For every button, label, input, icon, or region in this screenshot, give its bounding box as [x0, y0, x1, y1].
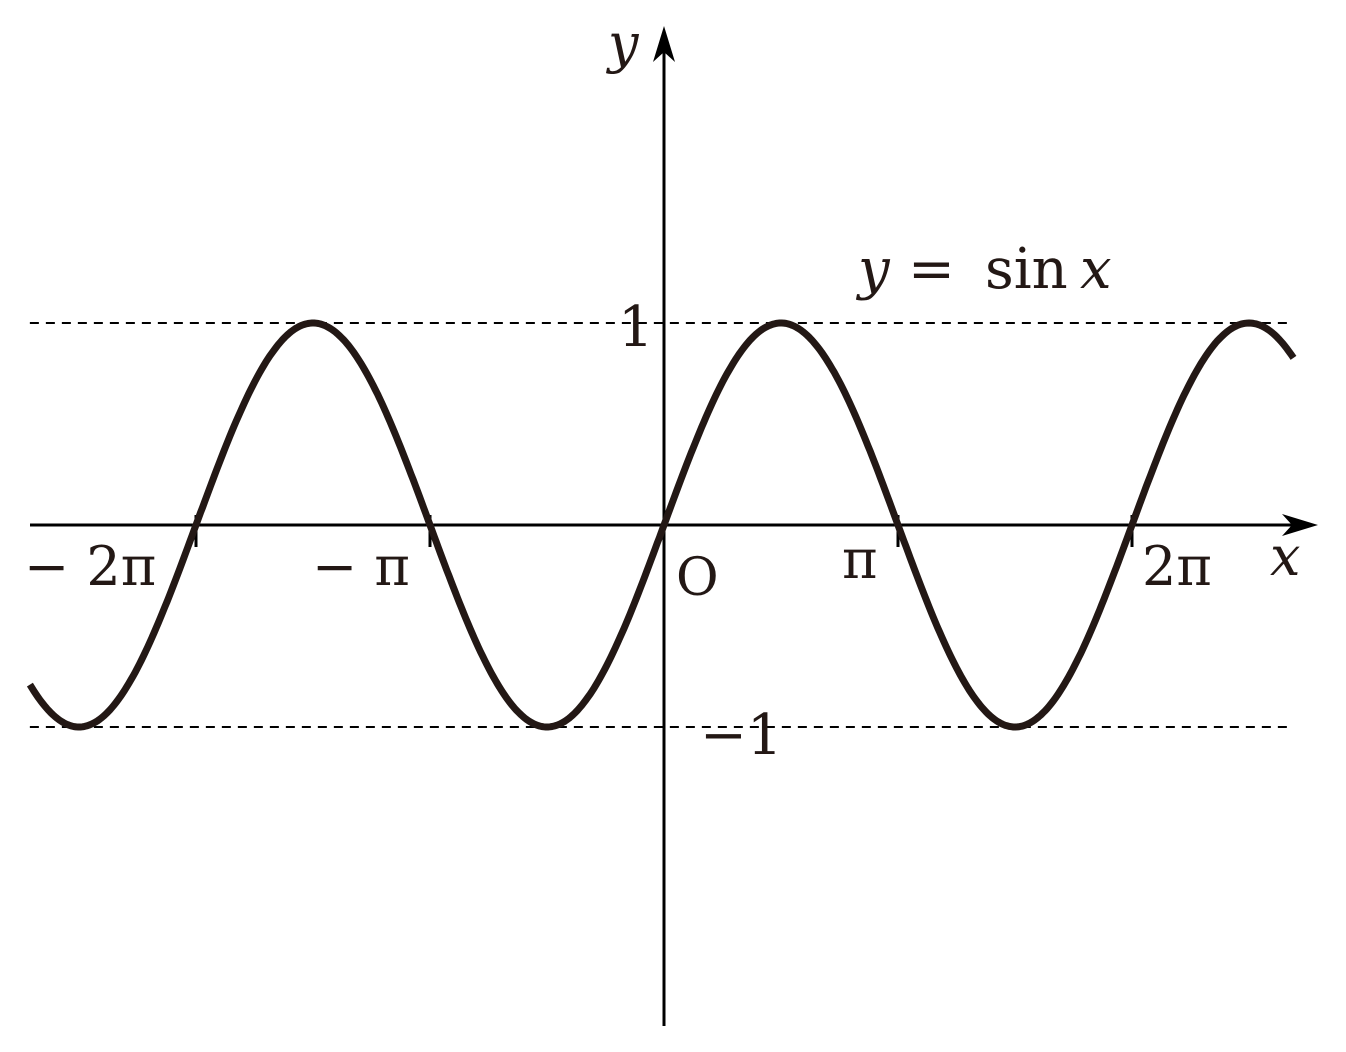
- x-axis-label: x: [1270, 525, 1300, 588]
- y-axis-label: y: [606, 12, 640, 75]
- origin-label: O: [676, 548, 719, 608]
- function-label-sin: sin: [985, 237, 1068, 302]
- x-tick-label-neg2pi: − 2π: [24, 535, 156, 598]
- function-label-eq: =: [908, 237, 955, 302]
- x-tick-label-negpi: − π: [312, 535, 410, 598]
- function-label-y: y: [855, 237, 891, 302]
- sine-curve: [26, 319, 1297, 731]
- function-label-x: x: [1080, 237, 1112, 302]
- x-axis-arrow: [1282, 514, 1318, 536]
- y-tick-label-1: 1: [618, 295, 654, 360]
- x-tick-label-2pi: 2π: [1142, 535, 1212, 598]
- y-axis-arrow: [653, 26, 675, 62]
- y-tick-label-neg1: −1: [700, 703, 783, 768]
- x-tick-label-pi: π: [842, 528, 878, 591]
- function-label: y = sin x: [855, 237, 1112, 302]
